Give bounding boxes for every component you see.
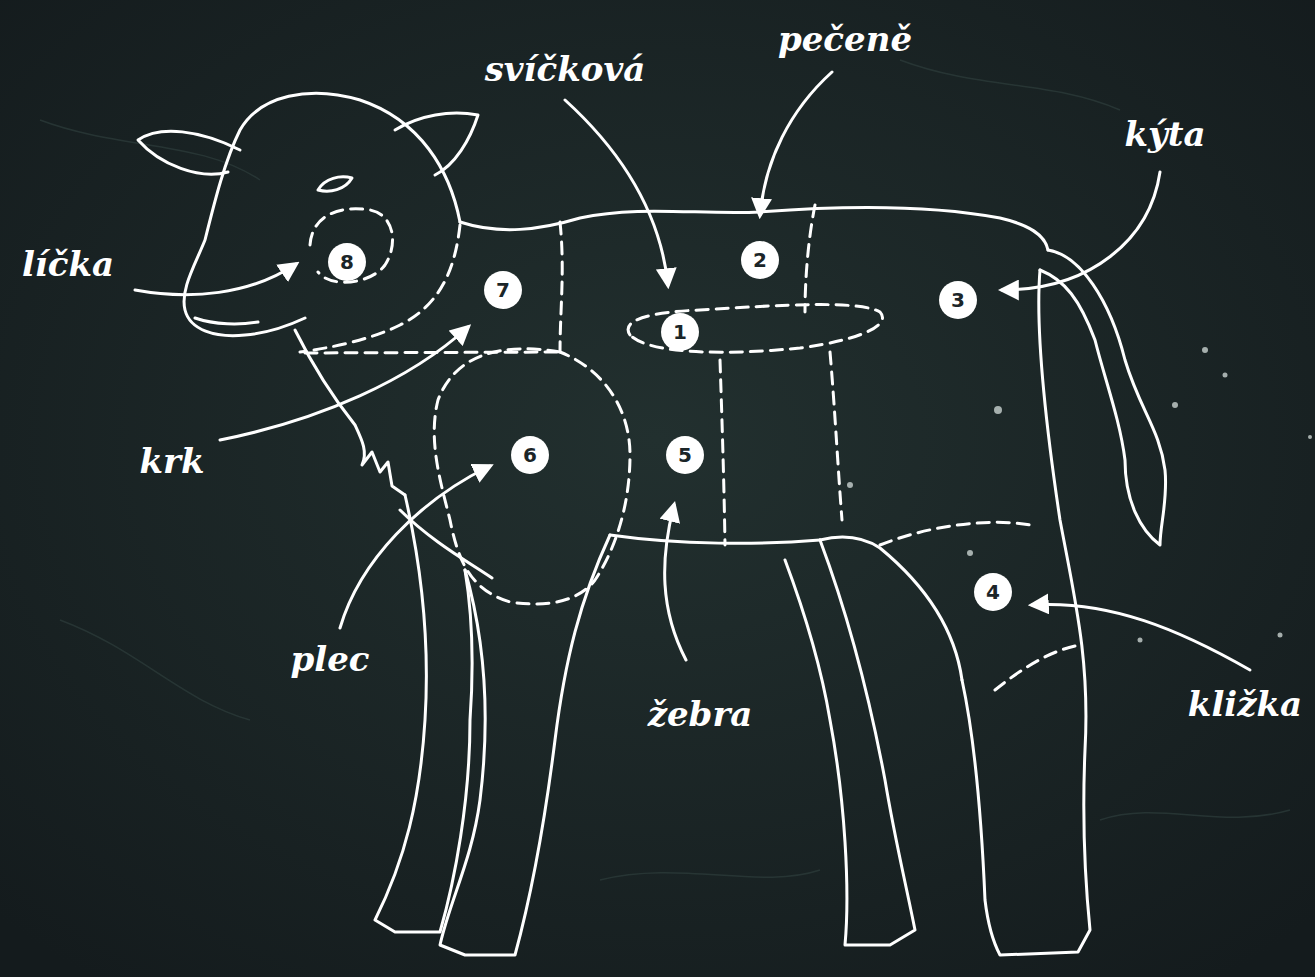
callout-circle: 6 (510, 435, 550, 475)
part-name: svíčková (485, 51, 646, 88)
circle-fill (661, 313, 699, 351)
callout-circle: 5 (665, 435, 705, 475)
part-name: pečeně (778, 21, 912, 58)
callout-circle: 4 (973, 572, 1013, 612)
callout-number: 5 (665, 435, 705, 475)
circle-fill (939, 281, 977, 319)
part-name: plec (290, 641, 369, 678)
circle-fill (511, 436, 549, 474)
callout-number: 6 (510, 435, 550, 475)
circle-fill (484, 271, 522, 309)
circle-fill (666, 436, 704, 474)
callout-number: 4 (973, 572, 1013, 612)
texture (40, 60, 1290, 880)
part-name: kýta (1124, 116, 1205, 153)
part-name: žebra (648, 696, 753, 733)
cut-lines (300, 205, 1080, 690)
callout-circle: 7 (483, 270, 523, 310)
leader-arrows (135, 72, 1250, 670)
part-name: kližka (1188, 686, 1302, 723)
part-name: líčka (22, 246, 114, 283)
callout-circle: 3 (938, 280, 978, 320)
callout-circle: 1 (660, 312, 700, 352)
lamb-outline (138, 93, 1166, 955)
callout-number: 7 (483, 270, 523, 310)
circle-fill (328, 243, 366, 281)
callout-number: 8 (327, 242, 367, 282)
circle-fill (974, 573, 1012, 611)
callout-number: 3 (938, 280, 978, 320)
callout-circle: 2 (740, 240, 780, 280)
callout-circle: 8 (327, 242, 367, 282)
callout-number: 1 (660, 312, 700, 352)
circle-fill (741, 241, 779, 279)
callout-number: 2 (740, 240, 780, 280)
speckles (847, 347, 1312, 643)
part-name: krk (139, 443, 204, 480)
